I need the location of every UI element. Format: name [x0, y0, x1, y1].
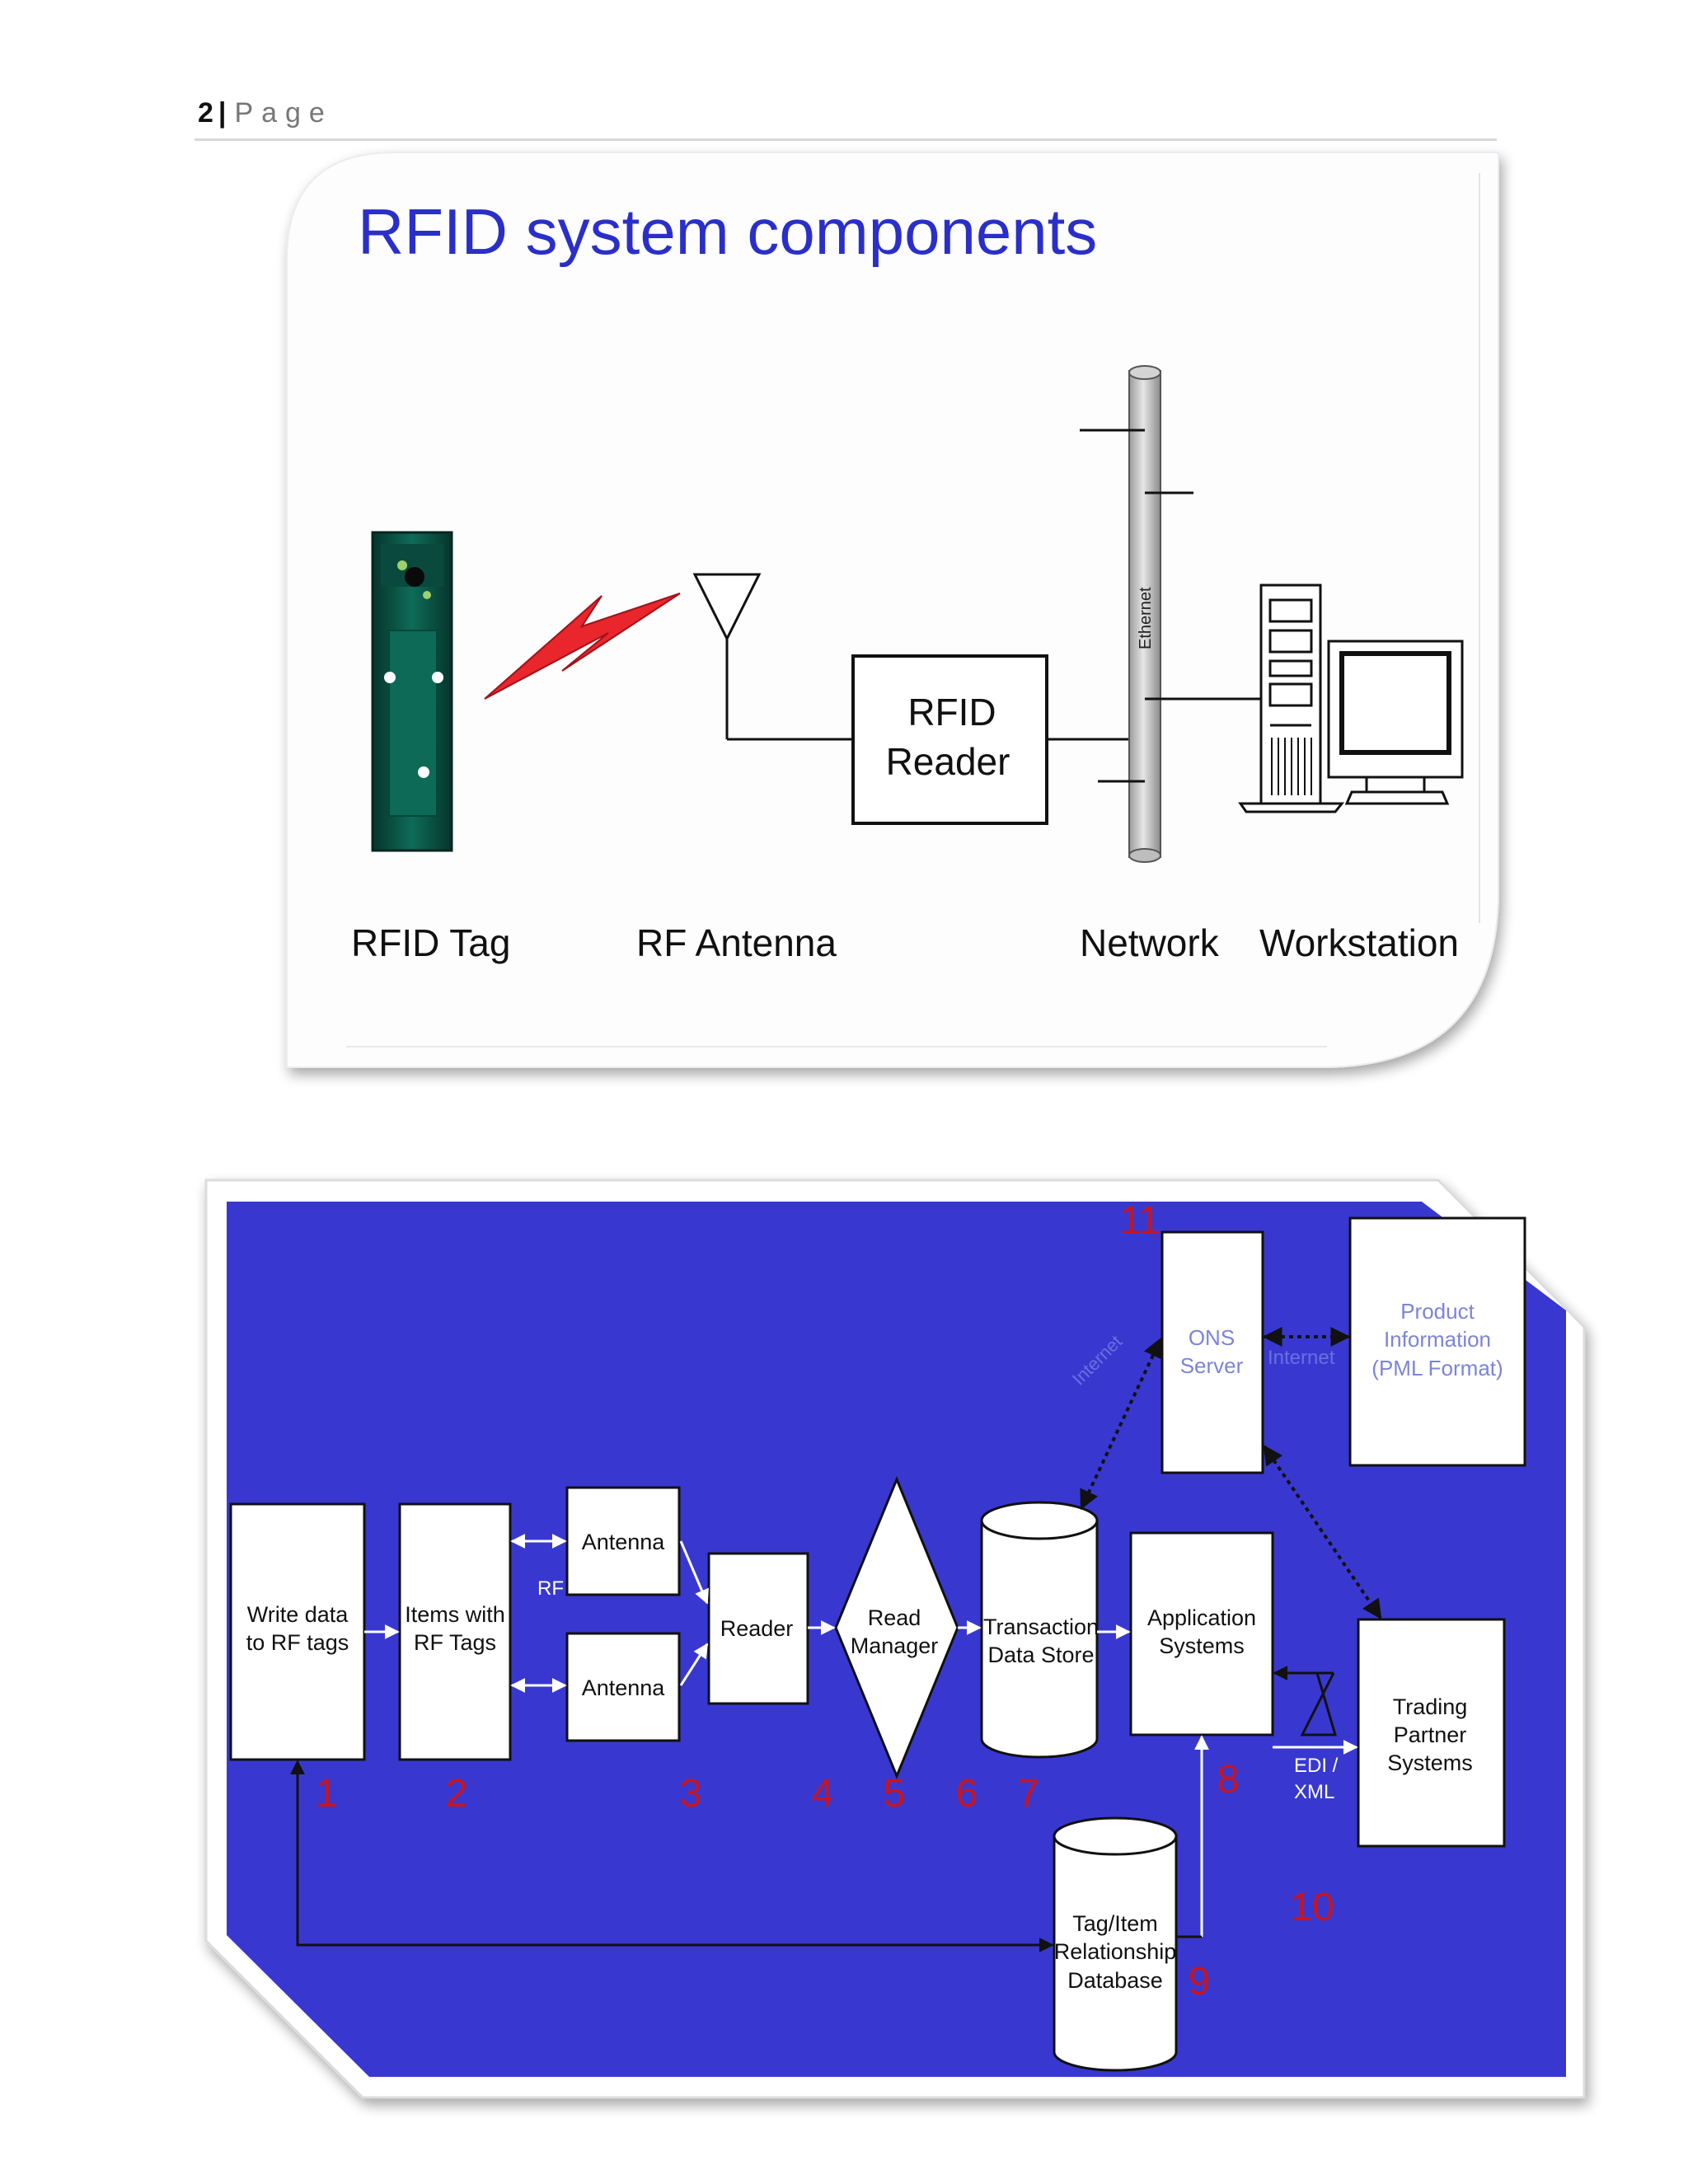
step-number-9: 9	[1189, 1960, 1211, 2004]
step-number-4: 4	[812, 1772, 834, 1816]
ons-line1: ONS	[1189, 1325, 1235, 1350]
reader-label-line1: RFID	[907, 691, 996, 733]
trading-line2: Partner	[1394, 1722, 1467, 1747]
figure-rfid-components: RFID system components RFID Reader	[286, 152, 1499, 1068]
transaction-line2: Data Store	[987, 1643, 1094, 1667]
tag-db-top	[1053, 1816, 1178, 1856]
application-systems-box	[1129, 1531, 1274, 1736]
page-number: 2	[198, 97, 213, 129]
transaction-line1: Transaction	[983, 1615, 1099, 1639]
product-info-box	[1348, 1216, 1526, 1467]
label-rf-antenna: RF Antenna	[636, 921, 837, 964]
workstation-image	[1238, 583, 1464, 813]
step-number-2: 2	[446, 1772, 468, 1816]
tagdb-line1: Tag/Item	[1072, 1911, 1158, 1936]
rfid-reader-box	[851, 654, 1048, 825]
write-data-line2: to RF tags	[246, 1630, 349, 1655]
step-number-8: 8	[1217, 1758, 1240, 1802]
label-rfid-tag: RFID Tag	[351, 921, 510, 964]
antenna-bottom-box	[565, 1632, 681, 1742]
read-manager-line1: Read	[868, 1605, 921, 1630]
ethernet-backbone: Ethernet	[1128, 365, 1161, 863]
reader-box	[707, 1552, 809, 1705]
application-line2: Systems	[1159, 1633, 1245, 1658]
read-manager-line2: Manager	[851, 1633, 939, 1658]
page-label: Page	[234, 97, 333, 129]
items-box	[398, 1502, 512, 1761]
product-line1: Product	[1400, 1299, 1475, 1324]
trading-line1: Trading	[1393, 1694, 1468, 1719]
transaction-store-cylinder	[980, 1521, 1099, 1759]
write-data-line1: Write data	[247, 1602, 349, 1627]
trading-partner-box	[1357, 1618, 1506, 1848]
step-number-7: 7	[1018, 1772, 1040, 1816]
trading-line3: Systems	[1387, 1750, 1473, 1775]
reader-label-line2: Reader	[886, 740, 1010, 783]
step-number-10: 10	[1290, 1886, 1334, 1929]
items-line2: RF Tags	[414, 1630, 496, 1655]
antenna-symbol	[692, 573, 853, 741]
step-number-11: 11	[1119, 1199, 1160, 1243]
edi-label-line2: XML	[1294, 1781, 1334, 1803]
tagdb-line3: Database	[1067, 1968, 1163, 1993]
antenna-top-label: Antenna	[582, 1530, 666, 1554]
edi-label-line1: EDI /	[1294, 1755, 1339, 1777]
header-rule	[195, 138, 1497, 141]
antenna-bottom-label: Antenna	[582, 1675, 666, 1700]
items-line1: Items with	[405, 1602, 505, 1627]
reader-label: Reader	[720, 1616, 794, 1641]
write-data-box	[229, 1502, 366, 1761]
transaction-store-top	[980, 1501, 1099, 1540]
step-number-1: 1	[316, 1772, 338, 1816]
step-number-6: 6	[956, 1772, 978, 1816]
figure-rfid-process-flow: Write data to RF tags Items with RF Tags…	[204, 1179, 1586, 2099]
step-number-5: 5	[884, 1772, 906, 1816]
figure1-card	[286, 152, 1499, 1068]
application-line1: Application	[1147, 1605, 1256, 1630]
label-network: Network	[1080, 921, 1220, 964]
ethernet-label: Ethernet	[1137, 587, 1155, 649]
rf-label: RF	[537, 1577, 564, 1600]
product-line3: (PML Format)	[1372, 1356, 1503, 1380]
page-header-separator: |	[218, 97, 227, 129]
figure1-title: RFID system components	[358, 195, 1097, 268]
rfid-tag-image	[371, 531, 453, 852]
step-number-3: 3	[680, 1772, 702, 1816]
antenna-top-box	[565, 1486, 681, 1596]
tagdb-line2: Relationship	[1054, 1939, 1177, 1964]
product-line2: Information	[1384, 1327, 1491, 1352]
rf-signal-bolt-icon	[484, 593, 681, 700]
ons-server-box	[1160, 1230, 1264, 1474]
tag-db-cylinder	[1053, 1836, 1178, 2072]
label-workstation: Workstation	[1259, 921, 1459, 964]
page-header: 2|Page	[198, 97, 333, 129]
internet-right-label: Internet	[1268, 1347, 1335, 1369]
ons-line2: Server	[1180, 1353, 1244, 1378]
